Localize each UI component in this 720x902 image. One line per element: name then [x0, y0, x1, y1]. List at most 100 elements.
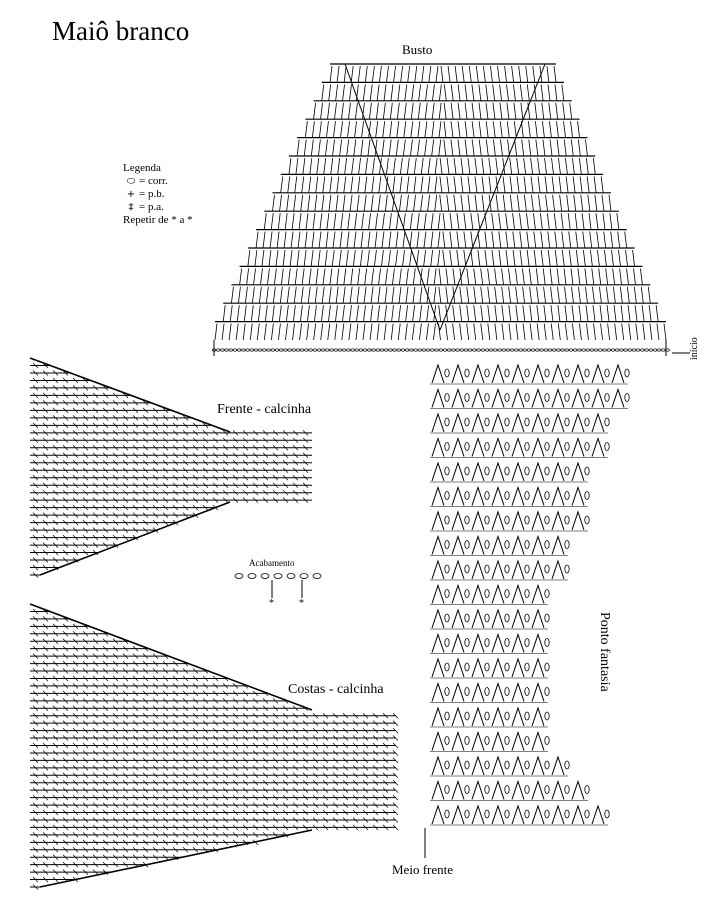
double-crochet-stitch [515, 323, 519, 341]
single-crochet-stitch [182, 512, 189, 518]
single-crochet-stitch [362, 779, 369, 786]
shell-stitch [471, 632, 485, 653]
single-crochet-stitch [72, 653, 79, 659]
single-crochet-stitch [142, 727, 149, 734]
single-crochet-stitch [92, 779, 99, 786]
double-crochet-stitch [341, 102, 344, 120]
single-crochet-stitch [162, 779, 169, 786]
single-crochet-stitch [262, 779, 269, 786]
single-crochet-stitch [272, 772, 279, 779]
single-crochet-stitch [32, 564, 39, 571]
double-crochet-stitch [352, 249, 356, 267]
single-crochet-stitch [192, 474, 199, 481]
double-crochet-stitch [506, 102, 510, 120]
double-crochet-stitch [349, 305, 352, 322]
single-crochet-stitch [282, 452, 289, 459]
single-crochet-stitch [102, 542, 109, 548]
chain-stitch [564, 564, 570, 574]
single-crochet-stitch [282, 705, 289, 712]
double-crochet-stitch [602, 213, 606, 230]
double-crochet-stitch [340, 213, 344, 230]
double-crochet-stitch [443, 139, 447, 157]
double-crochet-stitch [311, 231, 315, 249]
single-crochet-stitch [242, 705, 249, 712]
shell-stitch [491, 412, 505, 433]
single-crochet-stitch [82, 824, 89, 831]
single-crochet-stitch [252, 772, 259, 779]
double-crochet-stitch [457, 84, 461, 101]
double-crochet-stitch [474, 176, 478, 193]
single-crochet-stitch [42, 653, 49, 659]
single-crochet-stitch [382, 794, 389, 801]
single-crochet-stitch [302, 772, 309, 779]
double-crochet-stitch [505, 249, 509, 267]
single-crochet-stitch [72, 847, 79, 853]
double-crochet-stitch [478, 84, 482, 101]
chain-stitch [524, 785, 530, 794]
single-crochet-stitch [182, 467, 189, 473]
double-crochet-stitch [457, 121, 461, 138]
double-crochet-stitch [585, 157, 589, 175]
single-crochet-stitch [302, 809, 309, 816]
double-crochet-stitch [356, 194, 360, 212]
single-crochet-stitch [72, 720, 79, 726]
double-crochet-stitch [260, 268, 263, 285]
single-crochet-stitch [62, 683, 69, 689]
single-crochet-stitch [92, 705, 99, 712]
chain-stitch [484, 736, 490, 745]
single-crochet-stitch [92, 638, 99, 644]
double-crochet-stitch [536, 286, 539, 304]
single-crochet-stitch [362, 765, 369, 771]
single-crochet-stitch [32, 519, 39, 526]
double-crochet-stitch [382, 213, 385, 230]
single-crochet-stitch [162, 794, 169, 801]
single-crochet-stitch [162, 824, 169, 831]
single-crochet-stitch [352, 742, 359, 749]
single-crochet-stitch [32, 385, 39, 391]
double-crochet-stitch [328, 305, 331, 322]
single-crochet-stitch [282, 489, 289, 496]
single-crochet-stitch [212, 460, 219, 466]
single-crochet-stitch [62, 854, 69, 860]
double-crochet-stitch [464, 121, 468, 138]
chain-stitch [367, 348, 372, 352]
chain-stitch [552, 348, 557, 352]
single-crochet-stitch [102, 527, 109, 533]
single-crochet-stitch [102, 727, 109, 734]
single-crochet-stitch [242, 720, 249, 726]
single-crochet-stitch [82, 415, 89, 421]
double-crochet-stitch [554, 231, 558, 249]
single-crochet-stitch [212, 772, 219, 779]
single-crochet-stitch [352, 727, 359, 734]
double-crochet-stitch [420, 157, 424, 175]
double-crochet-stitch [606, 305, 610, 322]
single-crochet-stitch [162, 519, 169, 526]
single-crochet-stitch [112, 452, 119, 459]
double-crochet-stitch [377, 194, 381, 212]
single-crochet-stitch [152, 772, 159, 779]
single-crochet-stitch [152, 787, 159, 793]
single-crochet-stitch [122, 742, 129, 749]
double-crochet-stitch [280, 268, 284, 285]
shell-stitch [551, 363, 565, 384]
double-crochet-stitch [452, 323, 455, 341]
double-crochet-stitch [571, 286, 574, 304]
single-crochet-stitch [242, 765, 249, 771]
double-crochet-stitch [377, 286, 381, 304]
double-crochet-stitch [443, 121, 447, 138]
single-crochet-stitch [172, 497, 179, 503]
single-crochet-stitch [252, 690, 259, 697]
inicio-label: início [689, 337, 700, 360]
single-crochet-stitch [162, 437, 169, 444]
double-crochet-stitch [392, 157, 396, 175]
double-crochet-stitch [443, 102, 447, 120]
legend-item-pb: + = p.b. [123, 188, 193, 201]
double-crochet-stitch [551, 157, 554, 175]
single-crochet-stitch [52, 653, 59, 659]
single-crochet-stitch [72, 512, 79, 518]
single-crochet-stitch [42, 512, 49, 518]
single-crochet-stitch [192, 698, 199, 704]
single-crochet-stitch [312, 750, 319, 756]
double-crochet-stitch [585, 286, 588, 304]
single-crochet-stitch [32, 437, 39, 444]
